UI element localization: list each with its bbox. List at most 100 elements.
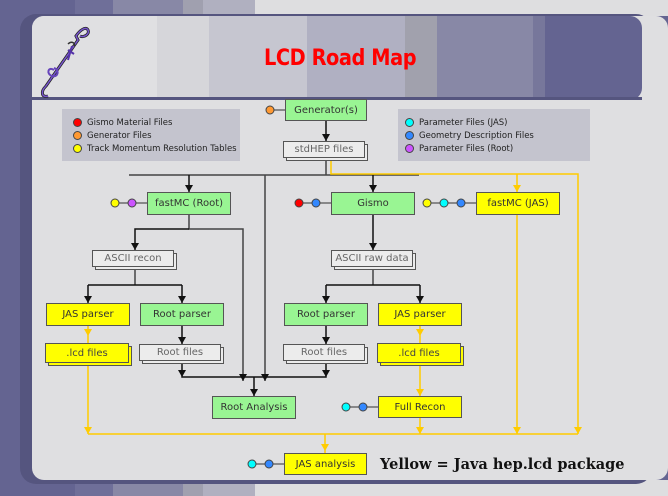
background-band <box>183 480 203 496</box>
input-file-dot-icon <box>358 402 368 412</box>
arrowhead-icon <box>369 185 377 192</box>
arrowhead-icon <box>178 296 186 303</box>
legend-item: Geometry Description Files <box>405 129 590 142</box>
arrowhead-icon <box>322 134 330 141</box>
node-label: .lcd files <box>66 347 108 359</box>
arrowhead-icon <box>416 329 424 336</box>
dot-icon <box>405 131 414 140</box>
connector <box>181 361 327 378</box>
legend-label: Generator Files <box>87 130 152 141</box>
arrowhead-icon <box>322 370 330 377</box>
header-bar <box>32 16 642 100</box>
node-root-files-left[interactable]: Root files <box>139 344 221 361</box>
arrowhead-icon <box>574 427 582 434</box>
node-full-recon[interactable]: Full Recon <box>378 396 462 418</box>
background-band <box>203 480 255 496</box>
legend-right: Parameter Files (JAS) Geometry Descripti… <box>398 109 590 161</box>
node-jas-parser-left[interactable]: JAS parser <box>46 303 130 326</box>
input-file-dot-icon <box>265 105 275 115</box>
background-band <box>113 0 183 16</box>
node-gismo[interactable]: Gismo <box>331 192 415 215</box>
background-band <box>255 0 668 16</box>
node-root-parser-left[interactable]: Root parser <box>140 303 224 326</box>
dot-icon <box>405 118 414 127</box>
arrowhead-icon <box>322 337 330 344</box>
arrowhead-icon <box>416 296 424 303</box>
legend-item: Track Momentum Resolution Tables <box>73 142 240 155</box>
background-band <box>203 0 255 16</box>
arrowhead-icon <box>84 427 92 434</box>
java-connector <box>330 158 579 434</box>
background-band <box>255 480 668 496</box>
arrowhead-icon <box>321 444 329 451</box>
legend-label: Parameter Files (Root) <box>419 143 514 154</box>
node-label: Full Recon <box>394 401 446 413</box>
node-fastmc-root[interactable]: fastMC (Root) <box>147 192 231 215</box>
node-ascii-raw-data[interactable]: ASCII raw data <box>331 250 413 267</box>
background-band <box>183 0 203 16</box>
arrowhead-icon <box>416 427 424 434</box>
input-file-dot-icon <box>311 198 321 208</box>
node-label: Root files <box>300 347 348 358</box>
input-file-dot-icon <box>247 459 257 469</box>
node-fastmc-jas[interactable]: fastMC (JAS) <box>476 192 560 215</box>
page-title: LCD Road Map <box>264 46 417 71</box>
node-lcd-files-left[interactable]: .lcd files <box>45 343 129 363</box>
node-stdhep-files[interactable]: stdHEP files <box>283 141 365 158</box>
node-label: Root parser <box>153 309 211 320</box>
input-file-dot-icon <box>456 198 466 208</box>
input-file-dot-icon <box>110 198 120 208</box>
legend-label: Parameter Files (JAS) <box>419 117 508 128</box>
node-root-parser-right[interactable]: Root parser <box>284 303 368 326</box>
node-label: ASCII raw data <box>335 253 409 264</box>
legend-item: Generator Files <box>73 129 240 142</box>
input-file-dot-icon <box>439 198 449 208</box>
background-band <box>75 480 113 496</box>
node-label: ASCII recon <box>104 253 162 264</box>
node-label: Root files <box>156 347 204 358</box>
legend-label: Gismo Material Files <box>87 117 173 128</box>
node-generators[interactable]: Generator(s) <box>285 99 367 121</box>
legend-label: Geometry Description Files <box>419 130 534 141</box>
background-band <box>113 480 183 496</box>
node-label: fastMC (JAS) <box>487 198 549 209</box>
node-label: Root parser <box>297 309 355 320</box>
node-jas-analysis[interactable]: JAS analysis <box>284 453 367 475</box>
node-label: Root Analysis <box>220 402 288 413</box>
legend-left: Gismo Material Files Generator Files Tra… <box>62 109 240 161</box>
node-ascii-recon[interactable]: ASCII recon <box>92 250 174 267</box>
legend-label: Track Momentum Resolution Tables <box>87 143 237 154</box>
arrowhead-icon <box>131 243 139 250</box>
dot-icon <box>73 118 82 127</box>
node-lcd-files-right[interactable]: .lcd files <box>377 343 461 363</box>
arrowhead-icon <box>322 296 330 303</box>
arrowhead-icon <box>416 389 424 396</box>
connector <box>188 215 244 381</box>
legend-item: Gismo Material Files <box>73 116 240 129</box>
arrowhead-icon <box>84 329 92 336</box>
legend-item: Parameter Files (JAS) <box>405 116 590 129</box>
node-label: .lcd files <box>398 347 440 359</box>
node-label: Gismo <box>357 198 389 209</box>
arrowhead-icon <box>369 243 377 250</box>
arrowhead-icon <box>178 370 186 377</box>
slac-logo-icon <box>38 20 98 104</box>
footnote-legend: Yellow = Java hep.lcd package <box>380 456 625 473</box>
node-jas-parser-right[interactable]: JAS parser <box>378 303 462 326</box>
arrowhead-icon <box>84 296 92 303</box>
arrowhead-icon <box>185 185 193 192</box>
input-file-dot-icon <box>341 402 351 412</box>
node-root-analysis[interactable]: Root Analysis <box>212 396 296 419</box>
input-file-dot-icon <box>127 198 137 208</box>
legend-item: Parameter Files (Root) <box>405 142 590 155</box>
arrowhead-icon <box>178 337 186 344</box>
node-label: stdHEP files <box>294 144 354 155</box>
node-label: JAS analysis <box>295 458 356 470</box>
input-file-dot-icon <box>264 459 274 469</box>
dot-icon <box>73 131 82 140</box>
node-root-files-right[interactable]: Root files <box>283 344 365 361</box>
background-band <box>75 0 113 16</box>
arrowhead-icon <box>250 389 258 396</box>
dot-icon <box>73 144 82 153</box>
arrowhead-icon <box>513 185 521 192</box>
